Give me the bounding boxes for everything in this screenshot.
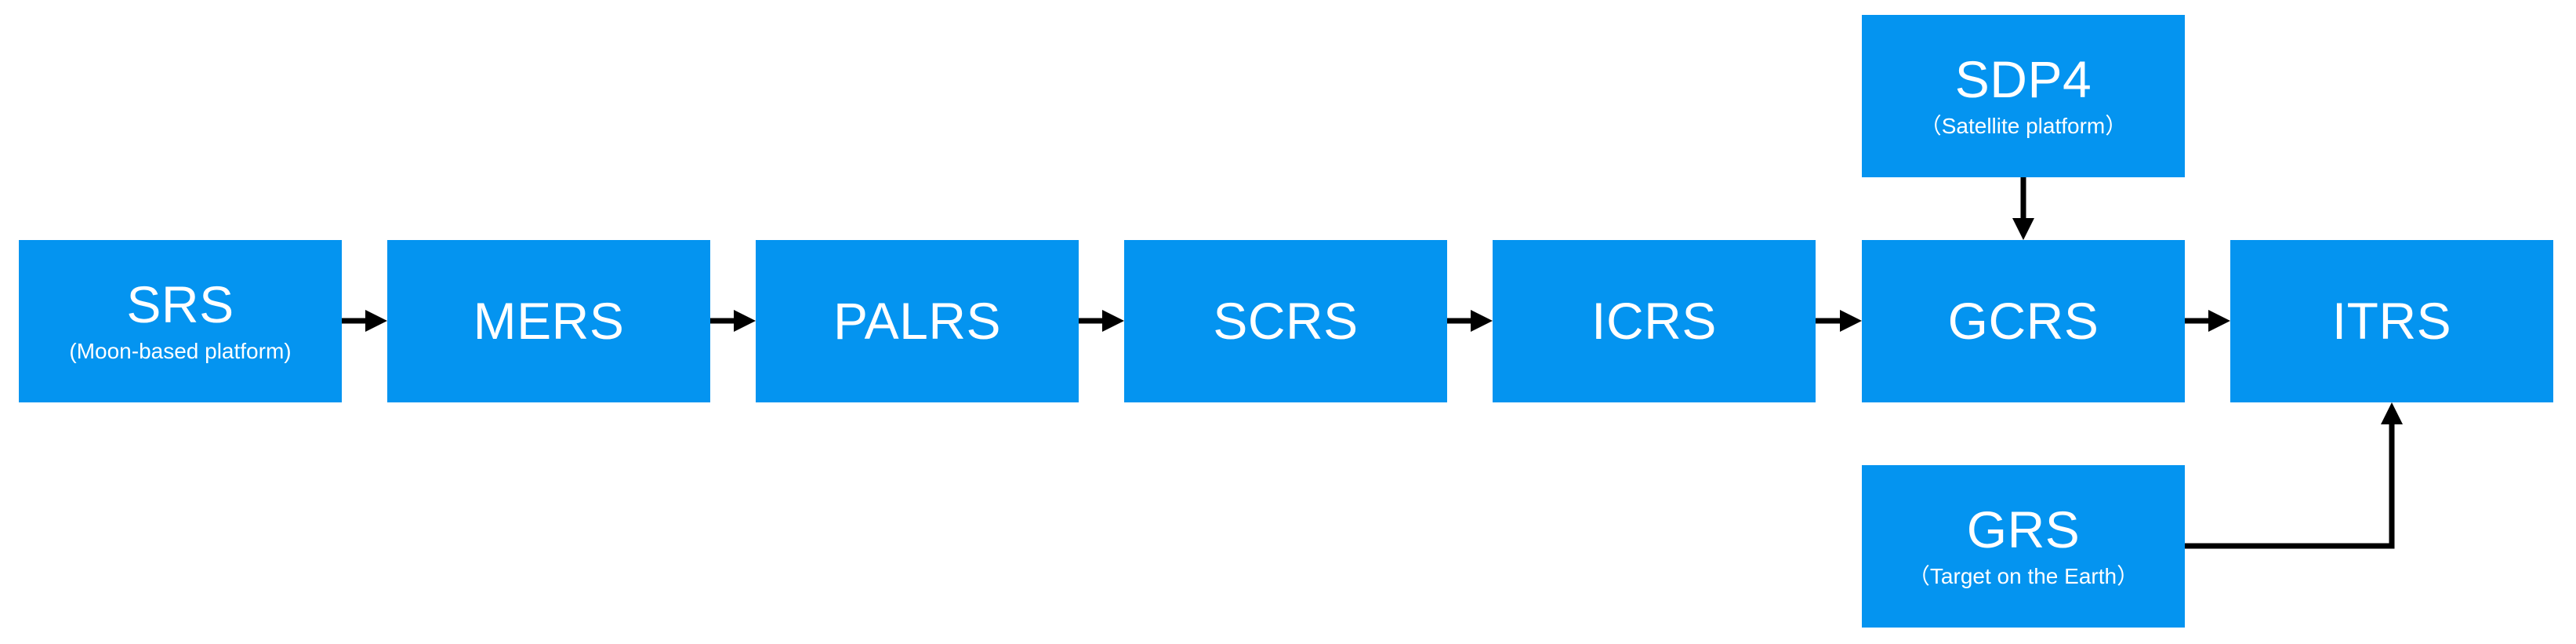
node-scrs: SCRS — [1124, 240, 1447, 402]
arrow-srs-to-mers — [342, 310, 387, 332]
node-gcrs: GCRS — [1862, 240, 2185, 402]
node-srs-title: SRS — [126, 275, 234, 334]
arrow-icrs-to-gcrs — [1816, 310, 1862, 332]
node-sdp4-subtitle: （Satellite platform） — [1919, 114, 2128, 139]
node-srs: SRS (Moon-based platform) — [19, 240, 342, 402]
node-mers-title: MERS — [473, 291, 625, 350]
node-palrs: PALRS — [756, 240, 1079, 402]
node-gcrs-title: GCRS — [1947, 291, 2099, 350]
node-icrs-title: ICRS — [1591, 291, 1717, 350]
node-srs-subtitle: (Moon-based platform) — [69, 339, 292, 364]
node-palrs-title: PALRS — [833, 291, 1002, 350]
node-grs: GRS （Target on the Earth） — [1862, 465, 2185, 628]
node-icrs: ICRS — [1493, 240, 1816, 402]
node-scrs-title: SCRS — [1213, 291, 1359, 350]
arrow-grs-to-itrs — [2185, 402, 2403, 549]
arrow-palrs-to-scrs — [1079, 310, 1124, 332]
node-itrs-title: ITRS — [2331, 291, 2452, 350]
node-mers: MERS — [387, 240, 710, 402]
node-sdp4: SDP4 （Satellite platform） — [1862, 15, 2185, 177]
node-grs-subtitle: （Target on the Earth） — [1907, 564, 2139, 589]
node-itrs: ITRS — [2230, 240, 2553, 402]
arrow-sdp4-to-gcrs — [2012, 177, 2034, 240]
arrow-gcrs-to-itrs — [2185, 310, 2230, 332]
arrow-scrs-to-icrs — [1447, 310, 1493, 332]
node-grs-title: GRS — [1966, 500, 2081, 559]
node-sdp4-title: SDP4 — [1954, 50, 2092, 109]
arrow-mers-to-palrs — [710, 310, 756, 332]
